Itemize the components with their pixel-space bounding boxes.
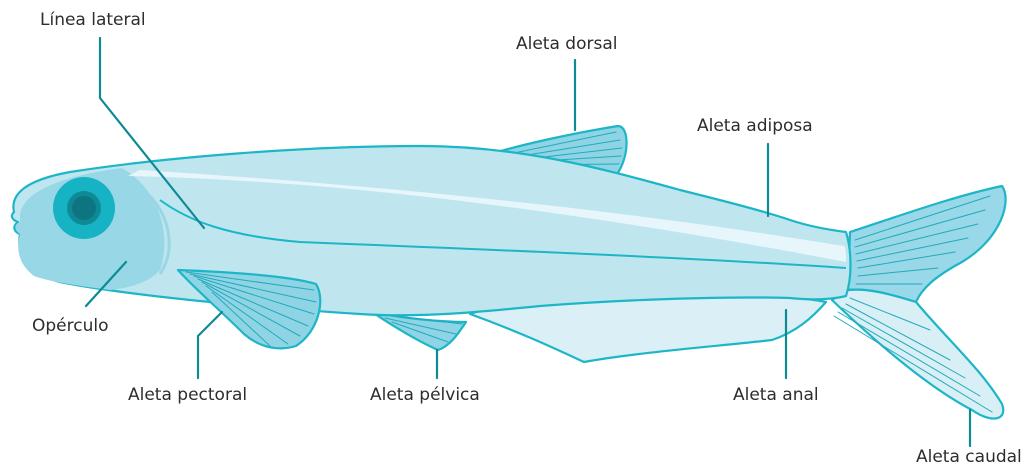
label-aleta-caudal: Aleta caudal xyxy=(916,447,1022,467)
label-aleta-adiposa: Aleta adiposa xyxy=(697,116,813,136)
label-aleta-pelvica: Aleta pélvica xyxy=(370,385,480,405)
caudal-fin xyxy=(832,186,1006,419)
pelvic-fin-shape xyxy=(372,312,466,350)
label-aleta-dorsal: Aleta dorsal xyxy=(516,34,617,54)
caudal-fin-upper-lobe xyxy=(848,186,1006,302)
eye xyxy=(53,177,115,239)
label-aleta-anal: Aleta anal xyxy=(733,385,819,405)
caudal-fin-lower-lobe xyxy=(832,290,1003,419)
label-linea-lateral: Línea lateral xyxy=(40,10,146,30)
pectoral-fin xyxy=(178,270,320,348)
leader-aleta-pectoral xyxy=(198,312,222,378)
pelvic-fin xyxy=(372,312,466,350)
label-operculo: Opérculo xyxy=(32,316,109,336)
label-aleta-pectoral: Aleta pectoral xyxy=(128,385,247,405)
